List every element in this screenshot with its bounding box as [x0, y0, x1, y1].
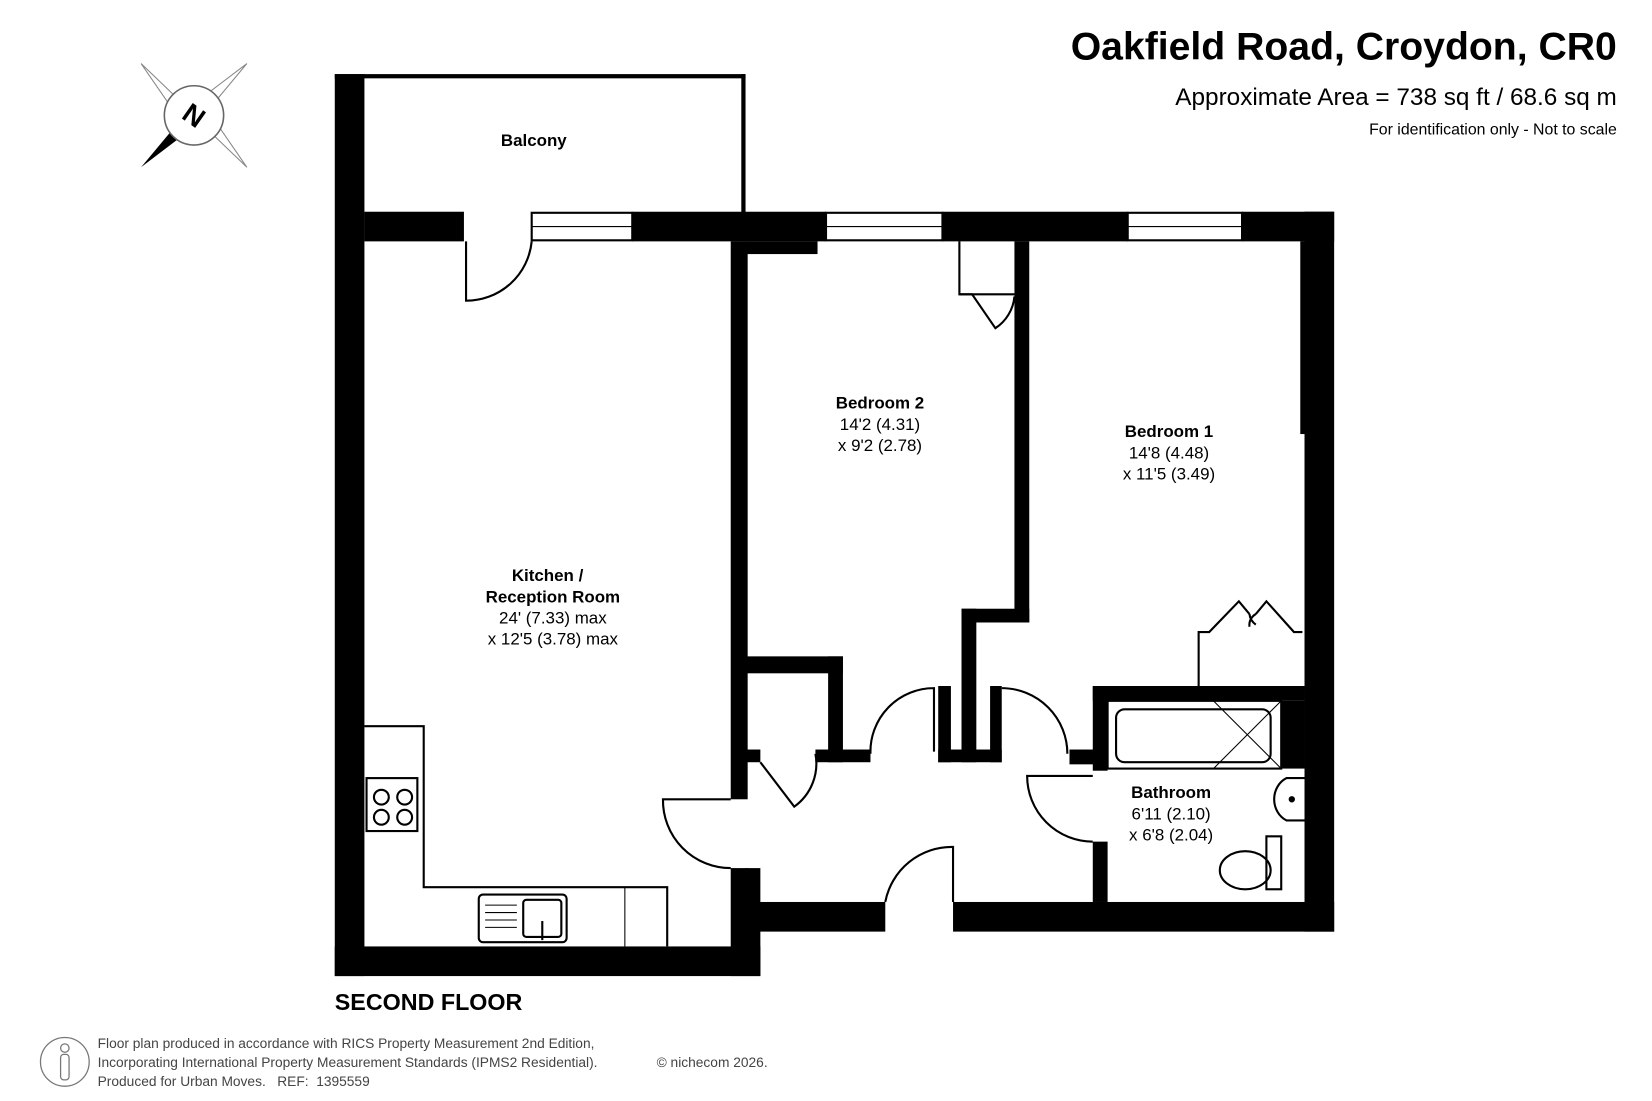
room-name: Kitchen /	[512, 566, 584, 585]
footer-line-2: Incorporating International Property Mea…	[98, 1055, 598, 1070]
walls	[334, 74, 1335, 977]
room-bathroom-label: Bathroom 6'11 (2.10) x 6'8 (2.04)	[1129, 783, 1213, 844]
floor-label: SECOND FLOOR	[335, 989, 523, 1015]
doors	[464, 241, 1093, 903]
room-dimension: 24' (7.33) max	[499, 609, 607, 628]
room-dimension: 14'8 (4.48)	[1129, 443, 1209, 462]
room-name: Reception Room	[486, 587, 620, 606]
balcony-outline	[334, 74, 746, 214]
sink-icon	[477, 893, 568, 944]
compass-icon: N	[140, 63, 248, 168]
toilet-icon	[1218, 835, 1283, 891]
room-dimension: 14'2 (4.31)	[840, 415, 920, 434]
hob-icon	[365, 777, 419, 833]
room-bedroom1-label: Bedroom 1 14'8 (4.48) x 11'5 (3.49)	[1123, 422, 1215, 483]
footer-line-1: Floor plan produced in accordance with R…	[98, 1036, 595, 1051]
room-name: Bedroom 2	[836, 394, 924, 413]
room-dimension: 6'11 (2.10)	[1132, 804, 1211, 823]
room-dimension: x 12'5 (3.78) max	[488, 630, 619, 649]
person-scale-icon	[39, 1036, 90, 1087]
wardrobe	[1197, 599, 1303, 687]
room-balcony-label: Balcony	[501, 131, 567, 150]
scale-disclaimer: For identification only - Not to scale	[1369, 121, 1617, 138]
room-kitchen-label: Kitchen / Reception Room 24' (7.33) max …	[486, 566, 620, 649]
room-dimension: x 11'5 (3.49)	[1123, 465, 1215, 484]
washbasin-icon	[1273, 777, 1305, 822]
room-dimension: x 6'8 (2.04)	[1129, 826, 1213, 845]
room-dimension: x 9'2 (2.78)	[838, 436, 922, 455]
windows	[530, 211, 1244, 242]
bathtub-icon	[1106, 699, 1283, 770]
property-title: Oakfield Road, Croydon, CR0	[1071, 25, 1617, 68]
room-bedroom2-label: Bedroom 2 14'2 (4.31) x 9'2 (2.78)	[836, 394, 924, 455]
footer-copyright: © nichecom 2026.	[657, 1055, 768, 1070]
approximate-area: Approximate Area = 738 sq ft / 68.6 sq m	[1175, 84, 1617, 111]
room-name: Bathroom	[1131, 783, 1211, 802]
footer-line-3: Produced for Urban Moves. REF: 1395559	[98, 1074, 370, 1089]
room-name: Bedroom 1	[1125, 422, 1213, 441]
kitchen-counter	[364, 725, 669, 947]
